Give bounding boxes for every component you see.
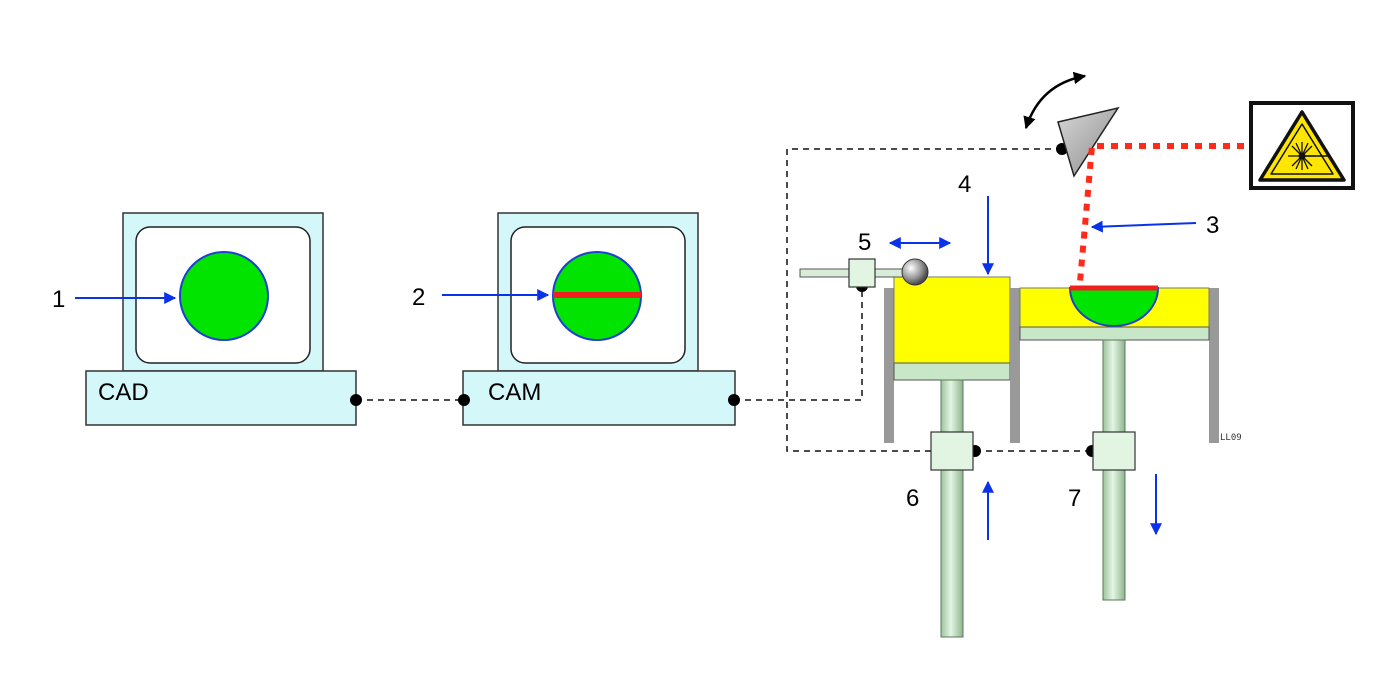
build-wall-right [1209,288,1219,443]
cam-label: CAM [488,379,541,406]
callout-labels: 1 2 3 4 5 6 7 [52,171,1219,512]
arrow-3 [1090,220,1197,233]
feed-piston-actuator [930,431,974,471]
node-cam-out [728,394,740,406]
powder-feed-chamber [884,276,1020,638]
mirror-rotate-arrow-icon [1023,71,1087,130]
cad-label: CAD [98,379,149,406]
callout-6: 6 [906,485,919,512]
callout-2: 2 [412,284,425,311]
roller-carriage [848,258,876,288]
mirror-piston-link [786,148,1062,452]
callout-5: 5 [858,229,871,256]
recoater-roller [799,258,929,288]
laser-beam [1077,143,1244,283]
cam-computer: CAM [462,212,736,426]
node-cam-in [458,394,470,406]
feed-powder [893,276,1011,364]
callout-arrows [75,196,1197,540]
feed-piston-plate [893,362,1011,381]
cad-computer: CAD [85,212,357,426]
callout-1: 1 [52,286,65,313]
cad-object-circle [179,251,269,341]
laser-warning-icon [1258,110,1346,182]
callout-7: 7 [1068,485,1081,512]
callout-3: 3 [1206,212,1219,239]
node-cad [350,394,362,406]
laser-system [1023,71,1355,283]
figure-code: LL09 [1220,433,1242,443]
build-piston-plate [1019,326,1210,341]
callout-4: 4 [958,171,971,198]
cam-recoater-link [734,286,863,401]
data-connections [356,148,1092,452]
roller-ball-icon [901,258,929,286]
feed-wall-left [884,288,894,443]
build-wall-left [1010,288,1020,443]
build-part-hemisphere [1068,287,1160,327]
build-piston-actuator [1092,431,1136,471]
feed-piston-rod [940,379,964,638]
build-chamber [1010,285,1219,601]
cad-base [85,370,357,426]
